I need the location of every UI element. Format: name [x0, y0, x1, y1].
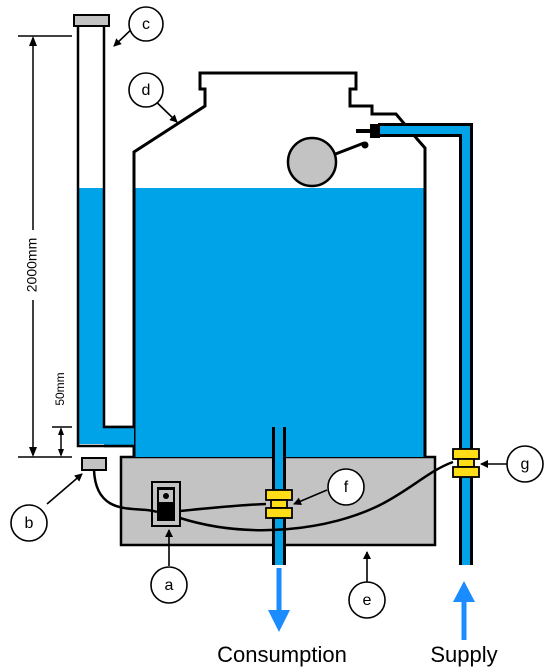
cable-supply-valve: [179, 460, 454, 532]
callout-g: [506, 445, 544, 483]
callout-b-label: b: [25, 515, 34, 532]
dimension-offset: [52, 426, 72, 457]
callout-e-label: e: [363, 592, 372, 609]
level-sensor: [81, 457, 107, 471]
callout-e: [348, 581, 386, 619]
supply-arrow: [453, 581, 475, 640]
callout-c-label: c: [142, 16, 150, 33]
callout-f: [327, 468, 365, 506]
valve-consumption: [265, 489, 293, 519]
level-tube-water: [78, 188, 104, 444]
supply-label: Supply: [430, 642, 497, 667]
callout-a: [150, 566, 188, 604]
dimension-total-label: 2000mm: [24, 238, 40, 292]
callout-d: [128, 72, 164, 108]
tank-water: [134, 188, 425, 457]
callout-g-label: g: [521, 456, 530, 473]
cable-sensor: [92, 469, 158, 514]
callout-b: [10, 504, 48, 542]
consumption-arrow: [268, 568, 290, 632]
callout-a-label: a: [165, 577, 174, 594]
controller: [151, 481, 181, 527]
valve-supply: [452, 448, 480, 478]
callout-f-label: f: [344, 479, 349, 496]
level-tube-cap: [73, 14, 110, 27]
callout-d-label: d: [142, 82, 151, 99]
consumption-label: Consumption: [217, 642, 347, 667]
cable-consumption-valve: [179, 502, 267, 513]
dimension-total: [18, 35, 72, 458]
level-tube-connector-water: [104, 427, 134, 446]
dimension-offset-label: 50mm: [53, 372, 67, 405]
float-ball: [286, 136, 338, 188]
callout-c: [128, 6, 164, 42]
